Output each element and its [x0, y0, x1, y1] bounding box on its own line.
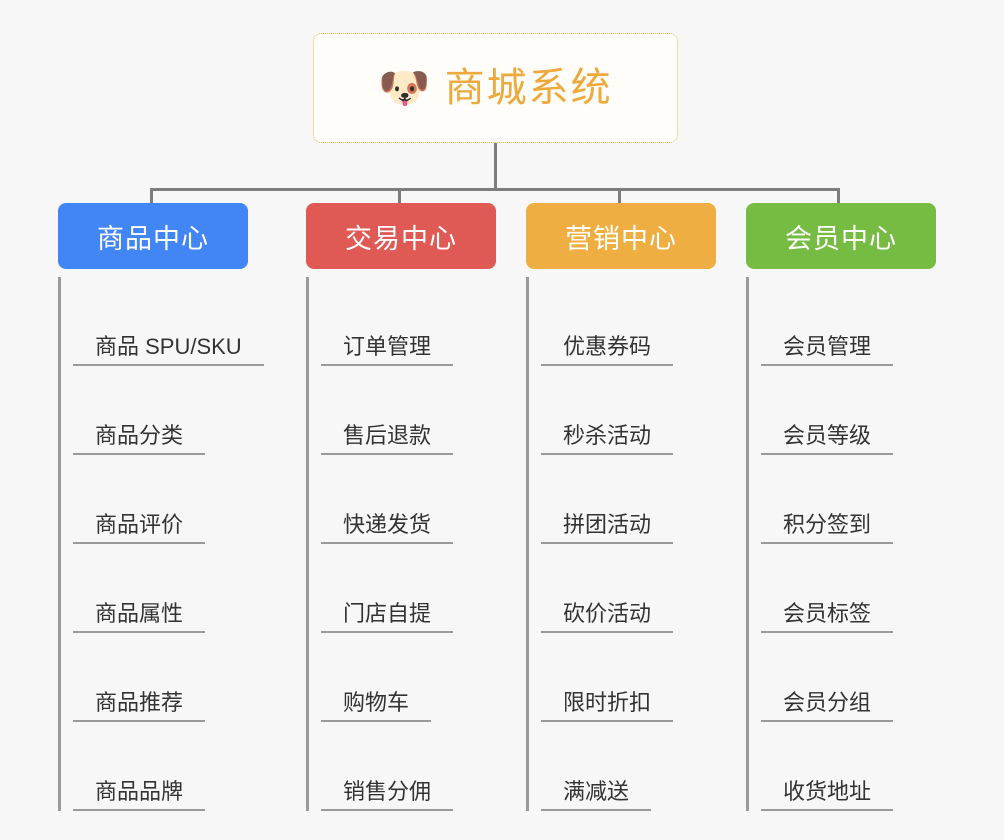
list-item[interactable]: 订单管理: [321, 277, 496, 366]
list-item-label: 商品属性: [73, 601, 206, 633]
connector-root-stem: [494, 143, 497, 191]
list-item[interactable]: 购物车: [321, 633, 496, 722]
list-item-label: 商品品牌: [73, 779, 206, 811]
list-item[interactable]: 门店自提: [321, 544, 496, 633]
list-item-label: 秒杀活动: [541, 423, 674, 455]
list-item[interactable]: 商品 SPU/SKU: [73, 277, 264, 366]
list-item-label: 会员标签: [761, 601, 894, 633]
list-item[interactable]: 秒杀活动: [541, 366, 716, 455]
list-item[interactable]: 收货地址: [761, 722, 936, 811]
list-item-label: 销售分佣: [321, 779, 454, 811]
list-item[interactable]: 售后退款: [321, 366, 496, 455]
list-item-label: 拼团活动: [541, 512, 674, 544]
branch-header-product[interactable]: 商品中心: [58, 203, 248, 269]
branch-header-member[interactable]: 会员中心: [746, 203, 936, 269]
list-item-label: 售后退款: [321, 423, 454, 455]
list-item[interactable]: 商品品牌: [73, 722, 248, 811]
list-item[interactable]: 商品评价: [73, 455, 248, 544]
shiba-dog-icon: 🐶: [378, 64, 431, 111]
list-item-label: 积分签到: [761, 512, 894, 544]
list-item[interactable]: 会员管理: [761, 277, 936, 366]
branch-column-product: 商品中心 商品 SPU/SKU 商品分类 商品评价 商品属性 商品推荐 商品品牌: [58, 203, 264, 811]
list-item-label: 门店自提: [321, 601, 454, 633]
list-item[interactable]: 满减送: [541, 722, 716, 811]
list-item[interactable]: 会员标签: [761, 544, 936, 633]
branch-items-product: 商品 SPU/SKU 商品分类 商品评价 商品属性 商品推荐 商品品牌: [58, 277, 264, 811]
connector-drop-branch-4: [837, 188, 840, 206]
list-item[interactable]: 拼团活动: [541, 455, 716, 544]
list-item[interactable]: 砍价活动: [541, 544, 716, 633]
connector-drop-branch-3: [618, 188, 621, 206]
branch-column-marketing: 营销中心 优惠券码 秒杀活动 拼团活动 砍价活动 限时折扣 满减送: [526, 203, 716, 811]
list-item-label: 限时折扣: [541, 690, 674, 722]
list-item[interactable]: 商品推荐: [73, 633, 248, 722]
list-item[interactable]: 商品属性: [73, 544, 248, 633]
connector-drop-branch-1: [150, 188, 153, 206]
list-item-label: 商品推荐: [73, 690, 206, 722]
list-item-label: 会员管理: [761, 334, 894, 366]
list-item[interactable]: 快递发货: [321, 455, 496, 544]
branch-column-member: 会员中心 会员管理 会员等级 积分签到 会员标签 会员分组 收货地址: [746, 203, 936, 811]
list-item-label: 快递发货: [321, 512, 454, 544]
list-item-label: 会员分组: [761, 690, 894, 722]
branch-items-member: 会员管理 会员等级 积分签到 会员标签 会员分组 收货地址: [746, 277, 936, 811]
list-item[interactable]: 会员分组: [761, 633, 936, 722]
branch-header-trade[interactable]: 交易中心: [306, 203, 496, 269]
list-item-label: 商品评价: [73, 512, 206, 544]
list-item[interactable]: 商品分类: [73, 366, 248, 455]
list-item[interactable]: 限时折扣: [541, 633, 716, 722]
list-item[interactable]: 优惠券码: [541, 277, 716, 366]
branch-items-trade: 订单管理 售后退款 快递发货 门店自提 购物车 销售分佣: [306, 277, 496, 811]
list-item[interactable]: 积分签到: [761, 455, 936, 544]
list-item-label: 商品 SPU/SKU: [73, 334, 264, 366]
list-item[interactable]: 销售分佣: [321, 722, 496, 811]
list-item-label: 商品分类: [73, 423, 206, 455]
list-item-label: 优惠券码: [541, 334, 674, 366]
list-item[interactable]: 会员等级: [761, 366, 936, 455]
root-node[interactable]: 🐶 商城系统: [313, 33, 678, 143]
list-item-label: 订单管理: [321, 334, 454, 366]
list-item-label: 收货地址: [761, 779, 894, 811]
root-title: 商城系统: [444, 66, 613, 110]
list-item-label: 会员等级: [761, 423, 894, 455]
branch-column-trade: 交易中心 订单管理 售后退款 快递发货 门店自提 购物车 销售分佣: [306, 203, 496, 811]
branch-header-marketing[interactable]: 营销中心: [526, 203, 716, 269]
connector-horizontal-bus: [150, 188, 840, 191]
list-item-label: 购物车: [321, 690, 432, 722]
list-item-label: 满减送: [541, 779, 652, 811]
branch-items-marketing: 优惠券码 秒杀活动 拼团活动 砍价活动 限时折扣 满减送: [526, 277, 716, 811]
connector-drop-branch-2: [398, 188, 401, 206]
list-item-label: 砍价活动: [541, 601, 674, 633]
